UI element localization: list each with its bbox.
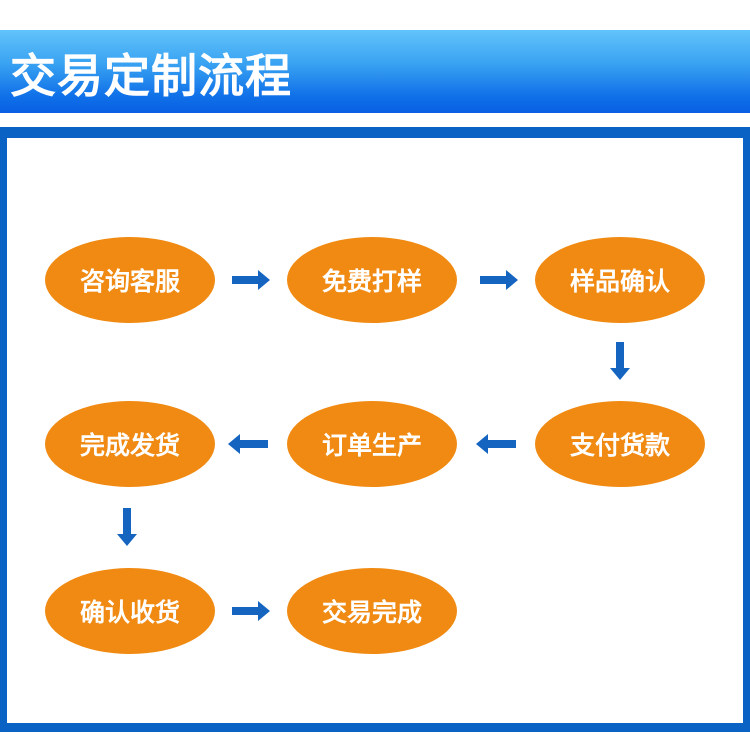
step-complete: 交易完成 [287, 568, 457, 654]
arrow-left-icon [228, 434, 268, 454]
step-sample-confirm: 样品确认 [535, 237, 705, 323]
arrow-right-icon [232, 601, 270, 621]
page-title: 交易定制流程 [10, 49, 292, 103]
step-free-sample: 免费打样 [287, 237, 457, 323]
title-banner: 交易定制流程 [0, 30, 750, 113]
arrow-down-icon [117, 508, 137, 546]
arrow-right-icon [232, 270, 270, 290]
step-consult: 咨询客服 [45, 237, 215, 323]
arrow-left-icon [476, 434, 516, 454]
step-shipping: 完成发货 [45, 401, 215, 487]
step-payment: 支付货款 [535, 401, 705, 487]
step-production: 订单生产 [287, 401, 457, 487]
arrow-right-icon [480, 270, 518, 290]
arrow-down-icon [610, 342, 630, 380]
step-receipt: 确认收货 [45, 568, 215, 654]
